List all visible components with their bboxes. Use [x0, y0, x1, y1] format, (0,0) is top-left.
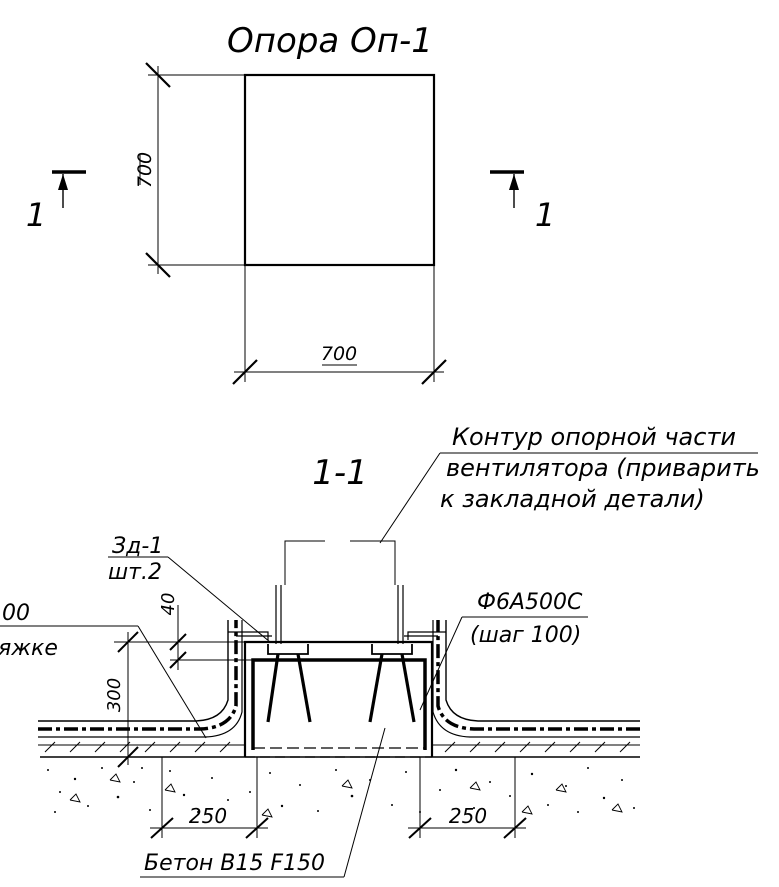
- dim-width-text: 700: [321, 343, 357, 365]
- contour-note-line2: вентилятора (приварить: [446, 454, 760, 482]
- dim-250-left-text: 250: [189, 804, 227, 828]
- dim-300-text: 300: [104, 678, 125, 712]
- contour-note: Контур опорной части вентилятора (привар…: [379, 423, 760, 544]
- waterproofing-flashing: [228, 631, 446, 640]
- section-mark-right: 1: [490, 170, 555, 234]
- left-cut-bottom: яжке: [0, 636, 58, 661]
- embedded-part-right: [368, 585, 416, 723]
- left-cut-top: 00: [2, 601, 30, 626]
- contour-note-line3: к закладной детали): [440, 485, 705, 513]
- section-title: 1-1: [312, 453, 368, 493]
- ground-base: [40, 756, 640, 818]
- dimension-40: 40: [158, 593, 253, 670]
- fan-contour-dashed: [284, 540, 396, 585]
- rebar-step: (шаг 100): [470, 623, 581, 648]
- contour-note-line1: Контур опорной части: [452, 423, 736, 451]
- rebar-label: Ф6А500С: [477, 590, 583, 615]
- dimension-300: 300: [104, 631, 170, 768]
- section-mark-left: 1: [26, 170, 86, 234]
- section-mark-left-label: 1: [26, 196, 46, 234]
- section-mark-right-label: 1: [535, 196, 555, 234]
- left-cut-callout: 00 яжке: [0, 601, 207, 739]
- dim-height-text: 700: [134, 152, 156, 188]
- dimension-height: 700: [134, 62, 245, 278]
- rebar-cage: [251, 658, 427, 750]
- dim-250-right-text: 250: [449, 804, 487, 828]
- dimension-250-right: 250: [408, 757, 527, 839]
- concrete-label: Бетон В15 F150: [144, 851, 325, 876]
- concrete-callout: Бетон В15 F150: [140, 727, 386, 878]
- support-outline: [243, 73, 436, 267]
- floor-layers-left: [38, 620, 245, 753]
- rebar-callout: Ф6А500С (шаг 100): [419, 590, 588, 711]
- dim-40-text: 40: [158, 593, 179, 616]
- concrete-pedestal: [243, 640, 434, 758]
- embed-label: Зд-1: [112, 534, 163, 559]
- embed-qty: шт.2: [108, 560, 162, 585]
- embed-callout: Зд-1 шт.2: [108, 534, 271, 643]
- plan-title: Опора Оп-1: [227, 21, 433, 61]
- dimension-250-left: 250: [150, 757, 269, 839]
- dimension-width: 700: [232, 265, 447, 385]
- embedded-part-left: [266, 585, 312, 723]
